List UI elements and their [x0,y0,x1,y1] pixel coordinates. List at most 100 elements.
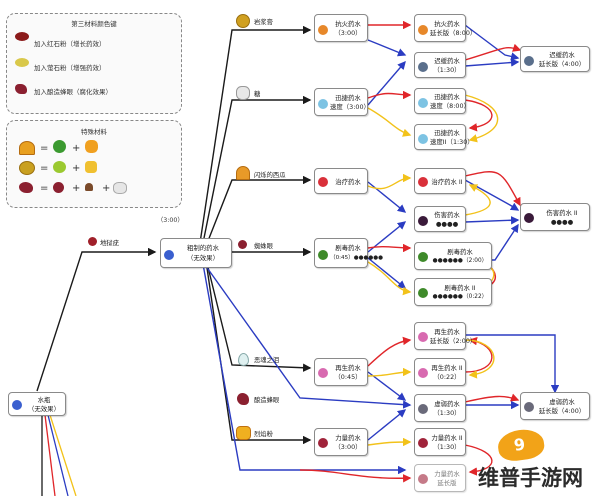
sugar-icon [236,86,250,100]
potion-detail: （3:00） [334,443,362,451]
plus-sign: + [72,143,81,154]
potion-name: 再生药水 [434,328,460,336]
potion-detail: （无效果） [28,405,60,413]
potion-detail: ●●●●●●（0:22） [432,294,488,300]
potion-swiftness[interactable]: 迅捷药水 速度（3:00） [314,88,370,116]
potion-bottle-icon [418,332,428,342]
color-key-title: 第三材料颜色键 [71,20,117,28]
potion-name: 剧毒药水 [335,244,361,252]
potion-fire-resistance-extended[interactable]: 抗火药水 延长版（8:00） [414,14,476,42]
potion-bottle-icon [318,25,328,35]
potion-detail: （1:30） [433,409,461,417]
potion-name: 力量药水 [335,434,361,442]
potion-slowness[interactable]: 迟缓药水 （1:30） [414,52,466,78]
potion-swiftness-ii[interactable]: 迅捷药水 速度II（1:30） [414,124,474,150]
potion-name: 迅捷药水 [434,93,460,101]
potion-fire-resistance[interactable]: 抗火药水 （3:00） [314,14,368,42]
ingredient-glistering-melon: 闪烁的西瓜 [254,172,286,179]
potion-name: 再生药水 II [431,364,463,372]
plus-sign: + [72,163,81,174]
potion-detail: 延长版（2:00） [430,337,477,345]
potion-bottle-icon [418,368,428,378]
potion-name: 抗火药水 [335,20,361,28]
potion-regeneration-extended[interactable]: 再生药水 延长版（2:00） [414,322,477,350]
fermented-eye-icon [15,84,27,94]
potion-detail: （1:30） [433,66,461,74]
slimeball-icon [53,161,66,173]
potion-name: 伤害药水 II [546,209,578,217]
color-key-row-red: 加入红石粉（增长药效） [34,40,106,48]
potion-name: 迟缓药水 [434,57,460,65]
fermented-eye-icon [237,393,249,405]
potion-poison-extended[interactable]: 剧毒药水 ●●●●●●（2:00） [414,242,492,270]
potion-slowness-extended[interactable]: 迟缓药水 延长版（4:00） [520,46,590,72]
plus-sign: + [72,183,81,194]
potion-strength[interactable]: 力量药水 （3:00） [314,428,368,456]
potion-regeneration[interactable]: 再生药水 （0:45） [314,358,368,386]
potion-detail: 延长版（4:00） [538,407,586,415]
equals-sign: = [40,183,49,194]
potion-name: 剧毒药水 II [444,284,476,292]
redstone-icon [15,32,29,41]
potion-bottle-icon [524,56,534,66]
potion-detail: 速度（8:00） [430,102,470,110]
gold-nugget-icon [85,140,98,153]
equals-sign: = [40,143,49,154]
potion-name: 力量药水 II [431,434,463,442]
magma-cream-icon [236,14,250,28]
potion-name: 剧毒药水 [447,248,473,256]
potion-strength-extended[interactable]: 力量药水 延长版 [414,464,466,492]
potion-detail: ●●●●●●（2:00） [432,258,488,264]
potion-regeneration-ii[interactable]: 再生药水 II （0:22） [414,358,466,386]
potion-poison-ii[interactable]: 剧毒药水 II ●●●●●●（0:22） [414,278,492,306]
melon-icon [53,140,66,153]
blaze-powder-icon [236,426,251,440]
potion-water-bottle[interactable]: 水瓶 （无效果） [8,392,66,416]
ingredient-fermented-eye: 酿造蜂眼 [254,397,280,404]
potion-detail: ●●●● [550,218,574,226]
potion-strength-ii[interactable]: 力量药水 II （1:30） [414,428,466,456]
potion-healing-ii[interactable]: 治疗药水 II [414,168,466,194]
special-materials-panel: 特殊材料 = + = + = + + [6,120,182,208]
watermark-badge-text: 9 [512,434,527,455]
potion-detail: 速度II（1:30） [430,138,474,146]
potion-name: 伤害药水 [434,211,460,219]
potion-weakness-extended[interactable]: 虚弱药水 延长版（4:00） [520,392,590,420]
blaze-powder-icon [85,161,97,173]
magma-cream-icon [19,161,35,175]
potion-bottle-icon [318,177,328,187]
equals-sign: = [40,163,49,174]
potion-detail: （1:30） [433,443,461,451]
potion-bottle-icon [418,98,428,108]
potion-bottle-icon [524,213,534,223]
potion-swiftness-extended[interactable]: 迅捷药水 速度（8:00） [414,88,470,114]
potion-weakness[interactable]: 虚弱药水 （1:30） [414,394,466,422]
glowstone-icon [15,58,29,67]
potion-bottle-icon [418,438,428,448]
potion-name: 再生药水 [335,364,361,372]
potion-detail: （3:00） [334,29,362,37]
potion-awkward[interactable]: 粗制的药水 （无效果） [160,238,232,268]
potion-harming[interactable]: 伤害药水 ●●●● [414,206,466,232]
potion-healing[interactable]: 治疗药水 [314,168,368,194]
potion-name: 水瓶 [37,396,51,404]
potion-bottle-icon [418,62,428,72]
spider-eye-icon [53,182,64,193]
potion-name: 治疗药水 [335,178,361,186]
color-key-panel: 第三材料颜色键 加入红石粉（增长药效） 加入萤石粉（增强药效） 加入酿造蜂眼（腐… [6,13,182,114]
potion-bottle-icon [318,99,328,109]
spider-eye-icon [238,240,247,249]
potion-bottle-icon [418,25,428,35]
potion-detail: （0:45） [334,373,362,381]
potion-name: 力量药水 [434,470,460,478]
ghast-tear-icon [238,353,249,366]
potion-poison[interactable]: 剧毒药水 （0:45）●●●●●● [314,238,383,268]
special-materials-title: 特殊材料 [81,128,107,136]
potion-harming-ii[interactable]: 伤害药水 II ●●●● [520,203,590,231]
potion-bottle-icon [418,177,428,187]
fermented-spider-eye-icon [19,182,33,193]
mushroom-icon [85,183,93,191]
potion-name: 虚弱药水 [434,400,460,408]
ingredient-sugar: 糖 [254,91,261,98]
potion-detail: （0:22） [433,373,461,381]
